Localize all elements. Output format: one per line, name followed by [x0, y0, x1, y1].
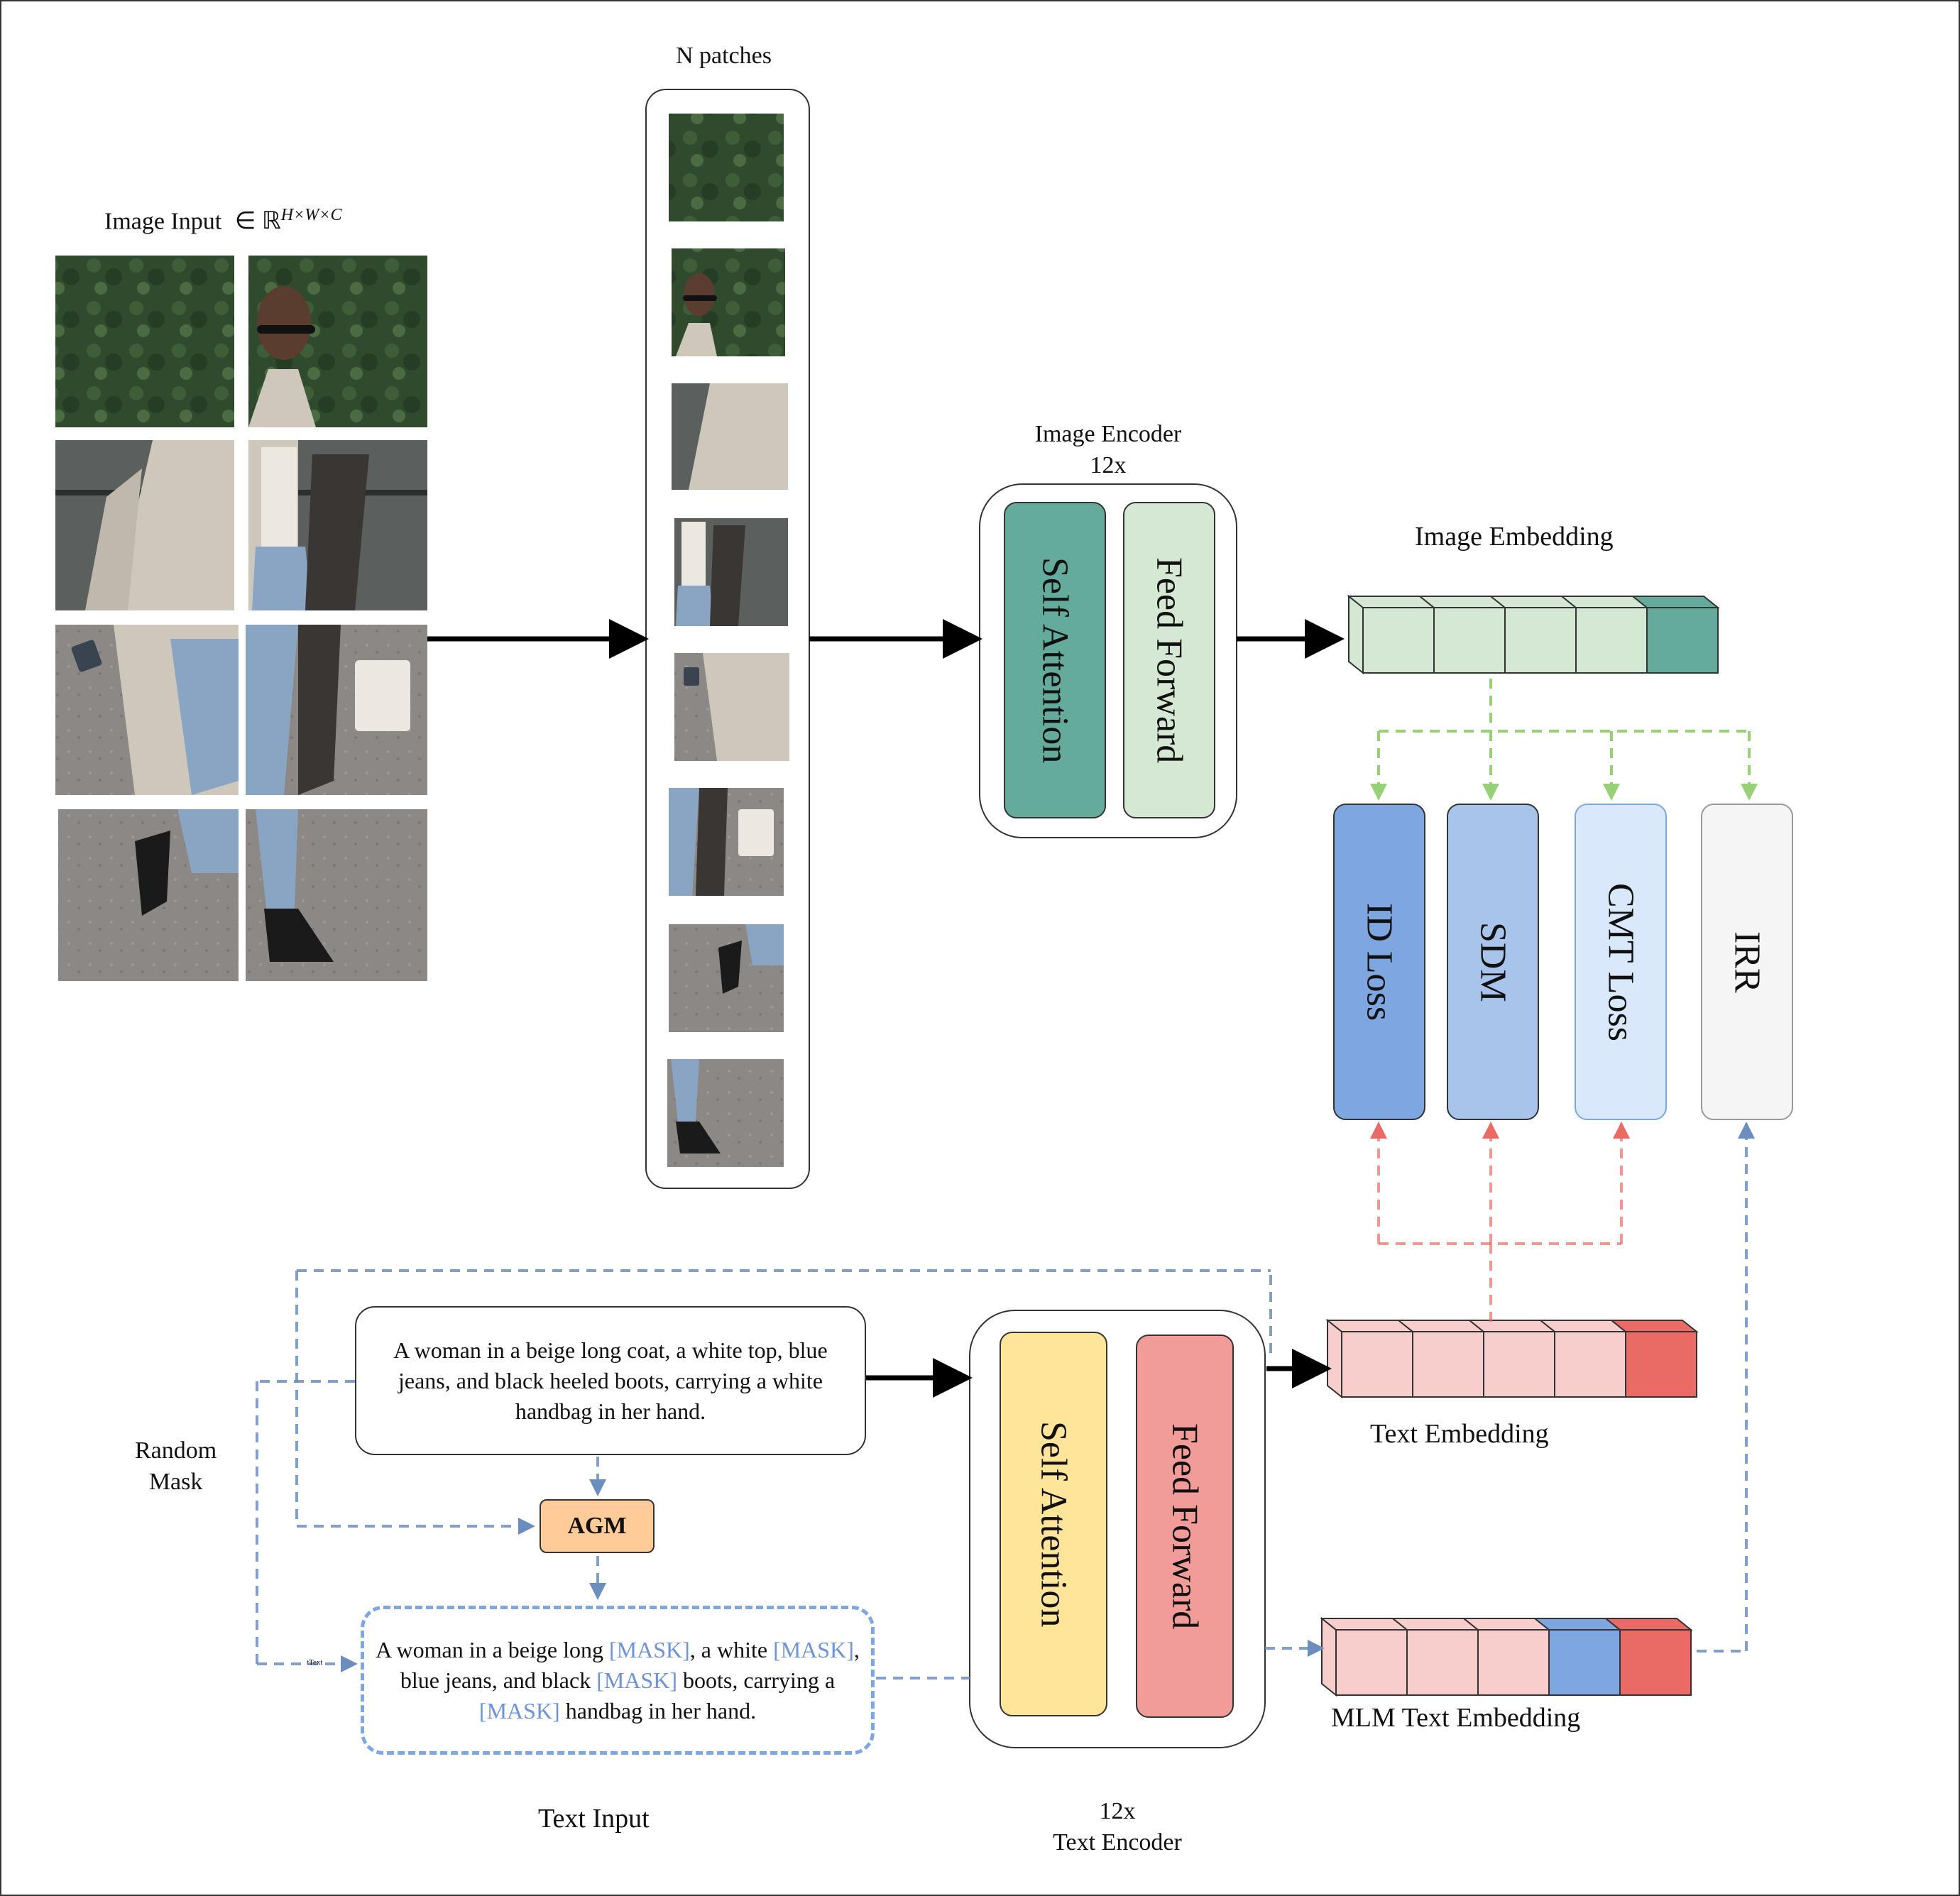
masked-text-box: A woman in a beige long [MASK], a white …: [361, 1606, 875, 1755]
embedding-cell: [1406, 1629, 1479, 1696]
text-embedding-label: Text Embedding: [1370, 1419, 1549, 1449]
patch-thumbnail: [669, 114, 784, 221]
patch-thumbnail: [672, 383, 788, 490]
masked-text-content: A woman in a beige long [MASK], a white …: [376, 1635, 860, 1726]
masked-text-segment: , blue jeans, and black: [400, 1636, 860, 1693]
text-embedding-to-losses-arrows: [1370, 1122, 1630, 1322]
image-encoder-self-attention-block: Self Attention: [1004, 502, 1106, 818]
masked-text-segment: , a white: [689, 1636, 774, 1662]
masked-text-segment: handbag in her hand.: [559, 1697, 757, 1724]
image-encoder-self-attention-label: Self Attention: [1034, 557, 1075, 764]
image-tile: [246, 625, 427, 795]
cmt-loss-label: CMT Loss: [1600, 882, 1641, 1041]
embedding-cell: [1433, 607, 1506, 674]
random-mask-label: Random Mask: [135, 1437, 217, 1495]
embedding-cell: [1412, 1331, 1484, 1398]
embedding-side-face: [1327, 1318, 1342, 1399]
image-embedding-bar: [1347, 594, 1720, 675]
image-input-label: Image Input ∈ ℝH×W×C: [104, 206, 342, 235]
loss-block-cmt-loss: CMT Loss: [1575, 804, 1667, 1120]
patch-thumbnail: [669, 924, 784, 1032]
embedding-cell: [1483, 1331, 1555, 1398]
embedding-cell: [1646, 607, 1719, 674]
embedding-side-face: [1321, 1616, 1337, 1697]
patch-thumbnail: [669, 788, 784, 896]
embedding-cell: [1504, 607, 1577, 674]
mask-token: [MASK]: [596, 1667, 677, 1693]
image-input-dimensions: H×W×C: [280, 206, 342, 224]
text-encoder-title: 12x Text Encoder: [970, 1796, 1265, 1858]
embedding-side-face: [1348, 594, 1364, 675]
patch-thumbnail: [672, 248, 785, 356]
mlm-text-embedding-bar: [1320, 1616, 1693, 1697]
image-tile: [58, 809, 239, 981]
patch-thumbnail: [674, 653, 789, 761]
text-encoder-self-attention-label: Self Attention: [1033, 1420, 1074, 1628]
image-encoder-title: Image Encoder 12x: [980, 419, 1237, 481]
image-tile: [55, 256, 234, 427]
text-encoder-feed-forward-label: Feed Forward: [1164, 1423, 1205, 1630]
text-input-label: Text Input: [538, 1804, 650, 1834]
text-encoder-feed-forward-block: Feed Forward: [1136, 1335, 1234, 1718]
image-input-space-symbol: ∈ ℝ: [234, 208, 281, 235]
patches-label: N patches: [676, 43, 772, 69]
text-embedding-bar: [1325, 1318, 1699, 1399]
embedding-cell: [1619, 1629, 1692, 1696]
loss-block-irr: IRR: [1701, 804, 1793, 1120]
text-caption-box: A woman in a beige long coat, a white to…: [355, 1306, 866, 1455]
embedding-cell-top: [1631, 596, 1720, 608]
patch-thumbnail: [667, 1059, 784, 1167]
embedding-cell: [1477, 1629, 1550, 1696]
patch-list: [667, 114, 789, 1167]
image-tile: [246, 809, 427, 981]
text-encoder-name: Text Encoder: [1053, 1829, 1182, 1856]
image-tile: [248, 256, 427, 427]
loss-block-id-loss: ID Loss: [1333, 804, 1425, 1120]
text-encoder-repeat: 12x: [1099, 1798, 1136, 1824]
agm-block: AGM: [540, 1499, 655, 1553]
patch-thumbnail: [674, 518, 788, 626]
masked-text-segment: boots, carrying a: [677, 1667, 836, 1693]
masked-text-segment: A woman in a beige long: [376, 1636, 609, 1662]
embedding-cell: [1575, 607, 1648, 674]
image-tile: [248, 440, 427, 610]
embedding-cell: [1341, 1331, 1413, 1398]
embedding-cell-top: [1604, 1618, 1693, 1631]
image-tile: [55, 625, 239, 795]
embedding-cell-top: [1609, 1320, 1699, 1332]
loss-block-sdm: SDM: [1447, 804, 1539, 1120]
tiny-text-tag: tText: [307, 1658, 323, 1667]
embedding-cell: [1548, 1629, 1621, 1696]
embedding-cell: [1362, 607, 1435, 674]
embedding-cell: [1335, 1629, 1408, 1696]
image-encoder-feed-forward-block: Feed Forward: [1123, 502, 1215, 818]
mask-token: [MASK]: [608, 1636, 690, 1662]
image-embedding-label: Image Embedding: [1415, 522, 1614, 552]
sdm-label: SDM: [1472, 921, 1513, 1002]
masking-flow-arrows: [256, 1122, 1755, 1679]
embedding-cell: [1625, 1331, 1697, 1398]
mask-token: [MASK]: [478, 1697, 560, 1724]
image-encoder-name: Image Encoder: [1034, 421, 1182, 447]
image-embedding-to-losses-arrows: [1370, 679, 1758, 801]
embedding-cell: [1554, 1331, 1626, 1398]
text-encoder-self-attention-block: Self Attention: [1000, 1332, 1107, 1716]
id-loss-label: ID Loss: [1359, 902, 1400, 1021]
image-tile: [55, 440, 234, 610]
image-encoder-repeat: 12x: [1090, 452, 1127, 478]
image-input-grid: [55, 256, 427, 981]
irr-label: IRR: [1726, 931, 1768, 993]
mlm-text-embedding-label: MLM Text Embedding: [1331, 1703, 1581, 1733]
mask-token: [MASK]: [773, 1636, 854, 1662]
image-input-title: Image Input: [104, 208, 222, 235]
image-encoder-feed-forward-label: Feed Forward: [1149, 557, 1190, 764]
